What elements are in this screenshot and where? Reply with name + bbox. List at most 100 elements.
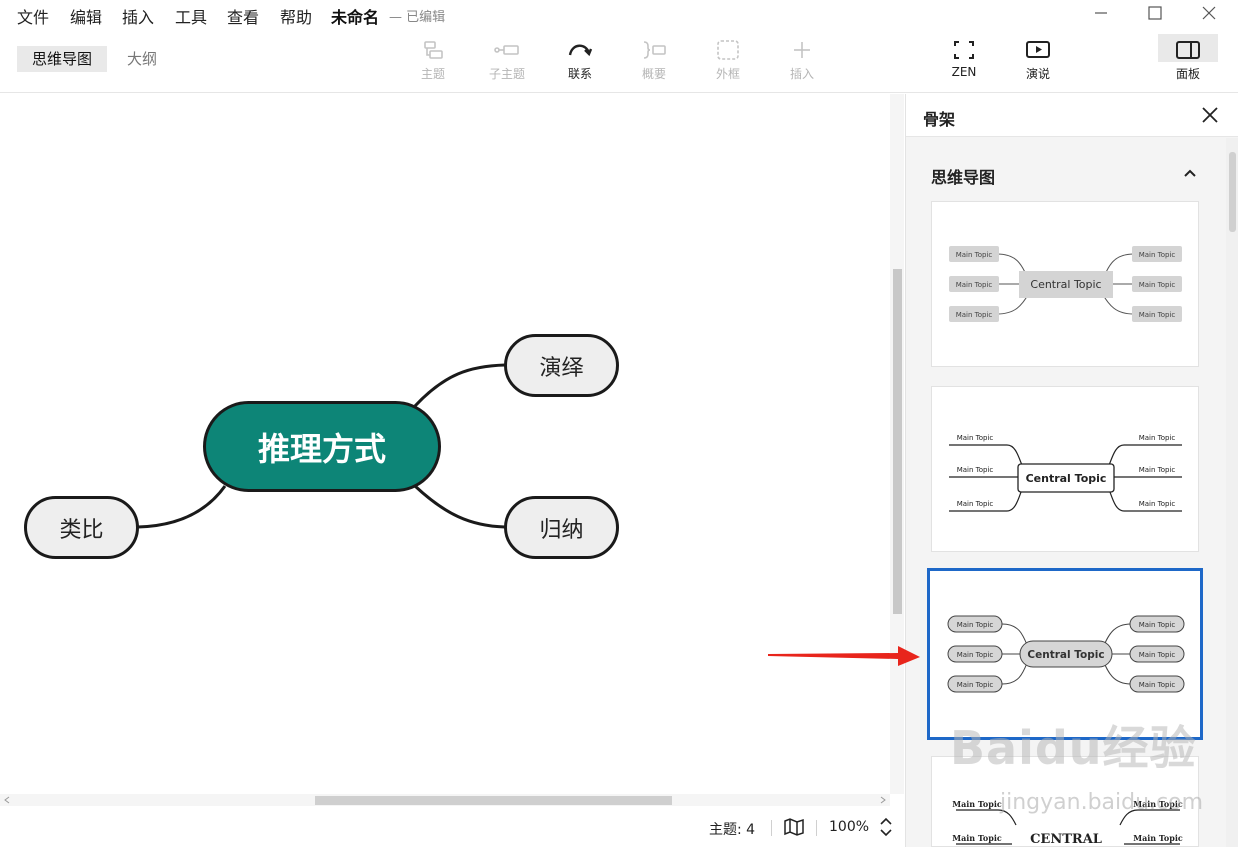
subtopic-button[interactable]: 子主题	[477, 38, 537, 86]
canvas-horizontal-scrollbar[interactable]	[0, 794, 890, 806]
pitch-label: 演说	[1025, 67, 1050, 81]
relationship-label: 联系	[567, 67, 592, 81]
scroll-left-icon[interactable]	[2, 794, 12, 806]
thumbnail-central-text: Central Topic	[1030, 278, 1101, 291]
document-status: — 已编辑	[389, 10, 446, 25]
section-title-mindmap[interactable]: 思维导图	[931, 168, 996, 187]
panel-close-icon[interactable]	[1200, 105, 1220, 125]
tab-mindmap[interactable]: 思维导图	[17, 46, 108, 72]
thumbnail-main-text: Main Topic	[1139, 466, 1176, 474]
thumbnail-main-text: Main Topic	[957, 434, 994, 442]
skeleton-preview: Central Topic Main Topic Main Topic Main…	[947, 615, 1185, 693]
thumbnail-main-text: Main Topic	[957, 621, 994, 629]
canvas-vertical-scrollbar[interactable]	[890, 94, 904, 794]
thumbnail-main-text: Main Topic	[1139, 681, 1176, 689]
relationship-icon	[568, 44, 593, 57]
map-icon[interactable]	[783, 817, 805, 837]
panel-button[interactable]: 面板	[1158, 38, 1218, 86]
panel-scrollbar[interactable]	[1226, 138, 1238, 847]
main-topic-induction[interactable]: 归纳	[504, 496, 619, 559]
close-window-button[interactable]	[1186, 0, 1232, 26]
thumbnail-main-text: Main Topic	[1139, 651, 1176, 659]
document-title: 未命名	[331, 8, 380, 27]
skeleton-preview: Central Topic Main Topic Main Topic Main…	[949, 434, 1182, 512]
thumbnail-main-text: Main Topic	[956, 281, 993, 289]
central-topic[interactable]: 推理方式	[203, 401, 441, 492]
boundary-button[interactable]: 外框	[698, 38, 758, 86]
thumbnail-main-text: Main Topic	[952, 799, 1002, 809]
boundary-icon	[717, 40, 739, 60]
menu-insert[interactable]: 插入	[122, 8, 155, 27]
status-divider	[816, 820, 817, 836]
menu-bar: 文件 编辑 插入 工具 查看 帮助 未命名 — 已编辑	[0, 0, 1238, 28]
toolbar: 思维导图 大纲 主题 子主题 联系 概要 外框 插入 ZEN	[0, 28, 1238, 93]
relationship-button[interactable]: 联系	[550, 38, 610, 86]
red-arrow-icon	[768, 646, 920, 666]
thumbnail-main-text: Main Topic	[1133, 799, 1183, 809]
status-divider	[771, 820, 772, 836]
maximize-icon	[1148, 6, 1162, 20]
thumbnail-main-text: Main Topic	[956, 251, 993, 259]
thumbnail-main-text: Main Topic	[1139, 500, 1176, 508]
horizontal-scroll-thumb[interactable]	[315, 796, 672, 805]
panel-scroll-thumb[interactable]	[1229, 152, 1236, 232]
skeleton-preview: Main Topic Main Topic Main Topic Main To…	[952, 799, 1183, 847]
zoom-level: 100%	[829, 819, 870, 835]
thumbnail-main-text: Main Topic	[1133, 833, 1183, 843]
mindmap-canvas[interactable]: 推理方式 演绎 归纳 类比	[0, 94, 890, 794]
connector-lines	[137, 363, 506, 529]
skeleton-panel: 骨架 思维导图 Central Topic	[905, 94, 1238, 847]
thumbnail-main-text: Main Topic	[1139, 621, 1176, 629]
vertical-scroll-thumb[interactable]	[893, 269, 902, 614]
tab-outline[interactable]: 大纲	[127, 50, 158, 68]
thumbnail-central-text: Central Topic	[1027, 649, 1104, 661]
subtopic-label: 子主题	[488, 67, 525, 81]
pitch-button[interactable]: 演说	[1008, 38, 1068, 86]
scroll-right-icon[interactable]	[878, 794, 888, 806]
summary-button[interactable]: 概要	[624, 38, 684, 86]
skeleton-thumbnail-1[interactable]: Central Topic Main Topic Main Topic Main…	[931, 201, 1199, 367]
skeleton-thumbnail-2[interactable]: Central Topic Main Topic Main Topic Main…	[931, 386, 1199, 552]
maximize-button[interactable]	[1132, 0, 1178, 26]
close-icon	[1202, 6, 1216, 20]
pitch-icon	[1026, 41, 1050, 58]
zen-label: ZEN	[951, 65, 977, 79]
chevron-up-icon[interactable]	[1182, 166, 1198, 180]
plus-icon	[794, 42, 810, 58]
subtopic-icon	[494, 45, 519, 55]
baidu-watermark: Baidu经验	[950, 721, 1197, 775]
topic-icon	[424, 41, 443, 59]
thumbnail-main-text: Main Topic	[957, 500, 994, 508]
skeleton-thumbnail-4[interactable]: Main Topic Main Topic Main Topic Main To…	[931, 756, 1199, 847]
panel-header: 骨架	[906, 94, 1238, 137]
menu-view[interactable]: 查看	[227, 8, 260, 27]
thumbnail-main-text: Main Topic	[1139, 281, 1176, 289]
thumbnail-main-text: Main Topic	[1139, 251, 1176, 259]
thumbnail-main-text: Main Topic	[957, 466, 994, 474]
menu-edit[interactable]: 编辑	[70, 8, 103, 27]
menu-help[interactable]: 帮助	[280, 8, 313, 27]
topic-count: 主题: 4	[709, 822, 756, 838]
skeleton-preview: Central Topic Main Topic Main Topic Main…	[949, 246, 1182, 322]
insert-button[interactable]: 插入	[772, 38, 832, 86]
zen-icon	[954, 41, 974, 59]
minimize-button[interactable]	[1078, 0, 1124, 26]
thumbnail-main-text: Main Topic	[956, 311, 993, 319]
boundary-label: 外框	[715, 67, 740, 81]
minimize-icon	[1095, 12, 1107, 14]
topic-button[interactable]: 主题	[403, 38, 463, 86]
main-topic-deduction[interactable]: 演绎	[504, 334, 619, 397]
menu-file[interactable]: 文件	[17, 8, 50, 27]
zen-button[interactable]: ZEN	[934, 38, 994, 86]
skeleton-thumbnail-3-selected[interactable]: Central Topic Main Topic Main Topic Main…	[927, 568, 1203, 740]
thumbnail-main-text: Main Topic	[1139, 311, 1176, 319]
status-bar: 主题: 4 100%	[0, 806, 904, 847]
main-topic-analogy[interactable]: 类比	[24, 496, 139, 559]
thumbnail-main-text: Main Topic	[957, 681, 994, 689]
insert-label: 插入	[789, 67, 814, 81]
baidu-watermark-url: jingyan.baidu.com	[1000, 790, 1204, 815]
panel-icon	[1176, 41, 1200, 59]
menu-tools[interactable]: 工具	[175, 8, 208, 27]
zoom-stepper-icon[interactable]	[879, 816, 893, 838]
